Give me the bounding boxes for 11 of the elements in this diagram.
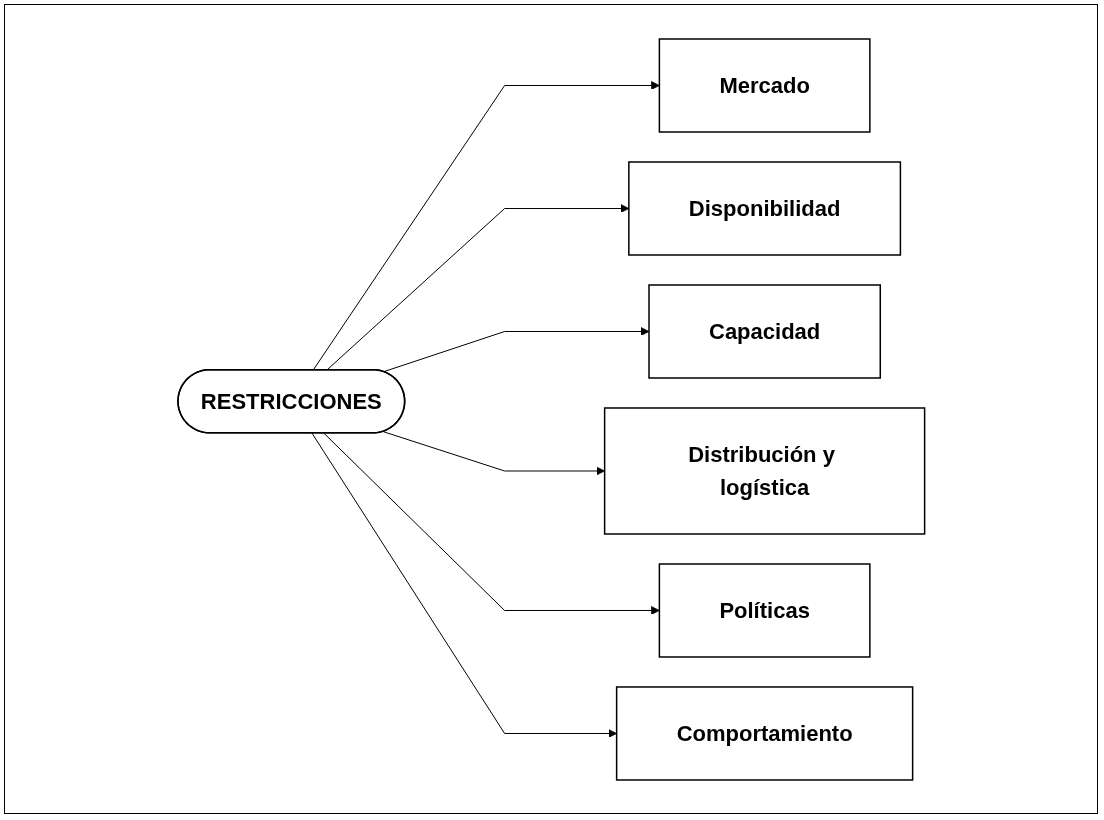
diagram-frame: RESTRICCIONES Mercado Disponibilidad Capacidad Distribución y logística Políticas Comportamiento bbox=[4, 4, 1098, 814]
arrow bbox=[312, 80, 660, 371]
arrow bbox=[382, 430, 605, 475]
node-box bbox=[627, 160, 901, 256]
node-box bbox=[603, 406, 926, 535]
node-box bbox=[658, 37, 871, 133]
node-box bbox=[647, 283, 881, 379]
node-box bbox=[658, 562, 871, 658]
arrow bbox=[323, 432, 660, 615]
arrow bbox=[311, 432, 617, 738]
node-box bbox=[615, 685, 914, 781]
